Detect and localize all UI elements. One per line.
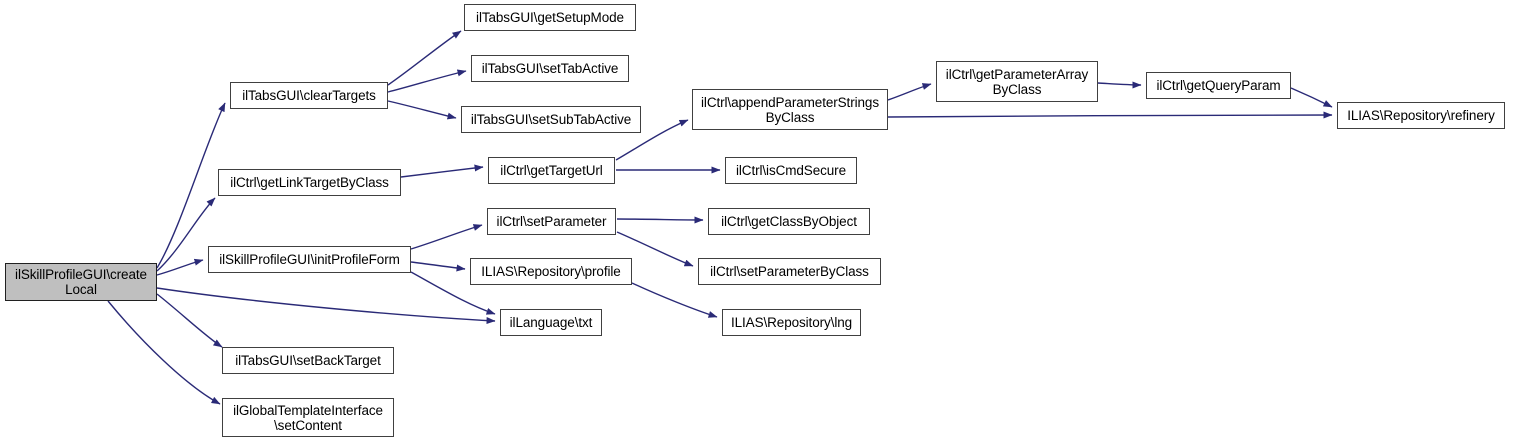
edge-createLocal-to-getLinkTargetByClass [156, 197, 216, 272]
edge-clearTargets-to-setTabActive [387, 69, 467, 93]
edge-clearTargets-to-setSubTabActive [387, 100, 457, 120]
node-getQueryParam[interactable]: ilCtrl\getQueryParam [1146, 72, 1291, 99]
node-setBackTarget[interactable]: ilTabsGUI\setBackTarget [222, 347, 394, 374]
node-setParameterByClass[interactable]: ilCtrl\setParameterByClass [698, 258, 881, 285]
node-lng[interactable]: ILIAS\Repository\lng [722, 309, 861, 336]
edge-appendParameterStrings-to-getParameterArrayByClass [887, 83, 932, 101]
edge-initProfileForm-to-setParameter [410, 224, 483, 250]
node-getLinkTargetByClass[interactable]: ilCtrl\getLinkTargetByClass [218, 169, 401, 196]
node-getParameterArrayByClass[interactable]: ilCtrl\getParameterArray ByClass [936, 61, 1098, 102]
node-createLocal[interactable]: ilSkillProfileGUI\create Local [5, 263, 157, 301]
edge-createLocal-to-txt [156, 287, 496, 325]
node-setParameter[interactable]: ilCtrl\setParameter [487, 208, 616, 235]
edge-getQueryParam-to-refinery [1290, 87, 1333, 108]
edge-createLocal-to-setBackTarget [156, 293, 223, 348]
node-profile[interactable]: ILIAS\Repository\profile [470, 258, 632, 285]
node-setContent[interactable]: ilGlobalTemplateInterface \setContent [222, 398, 394, 437]
node-refinery[interactable]: ILIAS\Repository\refinery [1337, 102, 1505, 129]
node-clearTargets[interactable]: ilTabsGUI\clearTargets [230, 82, 388, 109]
node-appendParameterStrings[interactable]: ilCtrl\appendParameterStrings ByClass [692, 89, 888, 130]
node-isCmdSecure[interactable]: ilCtrl\isCmdSecure [725, 157, 857, 184]
edge-getParameterArrayByClass-to-getQueryParam [1097, 81, 1142, 89]
edge-setParameter-to-getClassByObject [616, 216, 704, 224]
node-setSubTabActive[interactable]: ilTabsGUI\setSubTabActive [461, 106, 641, 133]
edge-profile-to-lng [631, 282, 718, 318]
node-setTabActive[interactable]: ilTabsGUI\setTabActive [471, 55, 629, 82]
node-initProfileForm[interactable]: ilSkillProfileGUI\initProfileForm [208, 246, 411, 273]
edge-initProfileForm-to-profile [410, 261, 466, 272]
edge-getLinkTargetByClass-to-getTargetUrl [400, 164, 484, 178]
edge-createLocal-to-initProfileForm [156, 258, 204, 276]
node-getSetupMode[interactable]: ilTabsGUI\getSetupMode [464, 4, 636, 31]
edge-createLocal-to-setContent [107, 300, 221, 405]
edge-createLocal-to-clearTargets [156, 102, 226, 269]
node-getClassByObject[interactable]: ilCtrl\getClassByObject [708, 208, 870, 235]
edge-appendParameterStrings-to-refinery [887, 111, 1333, 119]
edge-clearTargets-to-getSetupMode [387, 30, 462, 86]
node-txt[interactable]: ilLanguage\txt [500, 309, 602, 336]
node-getTargetUrl[interactable]: ilCtrl\getTargetUrl [488, 157, 615, 184]
